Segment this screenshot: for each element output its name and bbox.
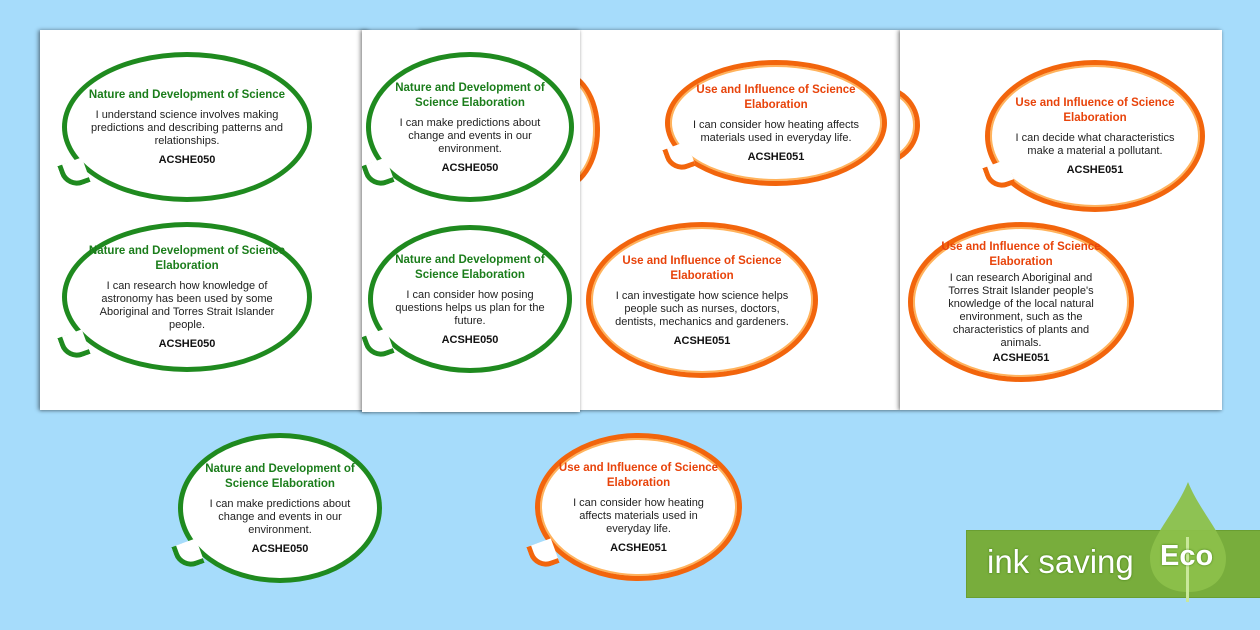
card-title: Nature and Development of Science	[88, 89, 286, 101]
speech-bubble: Nature and Development of Science Elabor…	[362, 52, 574, 202]
card-body: I can research how knowledge of astronom…	[99, 280, 275, 331]
card-title: Use and Influence of Science Elaboration	[558, 461, 719, 489]
worksheet-page-1: Nature and Development of Science I unde…	[40, 30, 370, 410]
card-title: Use and Influence of Science Elaboration	[622, 254, 782, 282]
card-code: ACSHE051	[610, 541, 667, 554]
card-title: Nature and Development of Science Elabor…	[395, 81, 545, 109]
card-body: I can investigate how science helps peop…	[615, 289, 789, 328]
worksheet-page-3: Use and Influence of Science Elaboration…	[420, 30, 900, 410]
card-body: I can consider how heating affects mater…	[692, 119, 860, 144]
card-code: ACSHE050	[158, 338, 216, 350]
card-body: I can decide what characteristics make a…	[1015, 132, 1175, 157]
card-title: Nature and Development of Science Elabor…	[205, 462, 355, 490]
card-code: ACSHE050	[441, 333, 499, 346]
speech-bubble: Use and Influence of Science Elaboration…	[982, 60, 1205, 212]
card-body: I can consider how heating affects mater…	[573, 496, 704, 535]
ink-saving-label: ink saving	[987, 543, 1134, 580]
card-code: ACSHE051	[1066, 164, 1124, 176]
worksheet-page-4: Use and Influence of Science Elaboration…	[900, 30, 1222, 410]
card-body: I can make predictions about change and …	[209, 497, 351, 536]
speech-bubble-preview: Use and Influence of Science Elaboration…	[526, 433, 742, 581]
card-body: I can research Aboriginal and Torres Str…	[948, 272, 1094, 349]
card-title: Use and Influence of Science Elaboration	[941, 241, 1101, 268]
card-body: I can make predictions about change and …	[399, 116, 541, 155]
card-title: Use and Influence of Science Elaboration	[1015, 97, 1175, 124]
card-title: Nature and Development of Science Elabor…	[88, 245, 286, 272]
speech-bubble-preview: Nature and Development of Science Elabor…	[171, 433, 382, 583]
card-body: I understand science involves making pre…	[90, 109, 283, 147]
card-body: I can consider how posing questions help…	[395, 288, 545, 327]
speech-bubble: Use and Influence of Science Elaboration…	[662, 60, 887, 186]
card-code: ACSHE050	[251, 542, 309, 555]
card-title: Nature and Development of Science Elabor…	[395, 253, 545, 281]
card-code: ACSHE051	[747, 151, 805, 163]
speech-bubble: Use and Influence of Science Elaboration…	[586, 222, 818, 378]
eco-label: Eco	[1160, 540, 1214, 572]
speech-bubble: Nature and Development of Science Elabor…	[57, 222, 312, 372]
worksheet-page-2: Nature and Development of Science Elabor…	[362, 30, 580, 412]
card-code: ACSHE050	[158, 154, 216, 166]
speech-bubble: Nature and Development of Science I unde…	[57, 52, 312, 202]
card-code: ACSHE051	[992, 352, 1050, 364]
speech-bubble: Use and Influence of Science Elaboration…	[908, 222, 1134, 382]
card-title: Use and Influence of Science Elaboration	[696, 84, 856, 111]
leaf-icon	[1150, 482, 1226, 602]
speech-bubble	[900, 85, 920, 165]
card-code: ACSHE051	[673, 334, 731, 347]
speech-bubble: Nature and Development of Science Elabor…	[362, 225, 572, 373]
card-code: ACSHE050	[441, 161, 499, 174]
